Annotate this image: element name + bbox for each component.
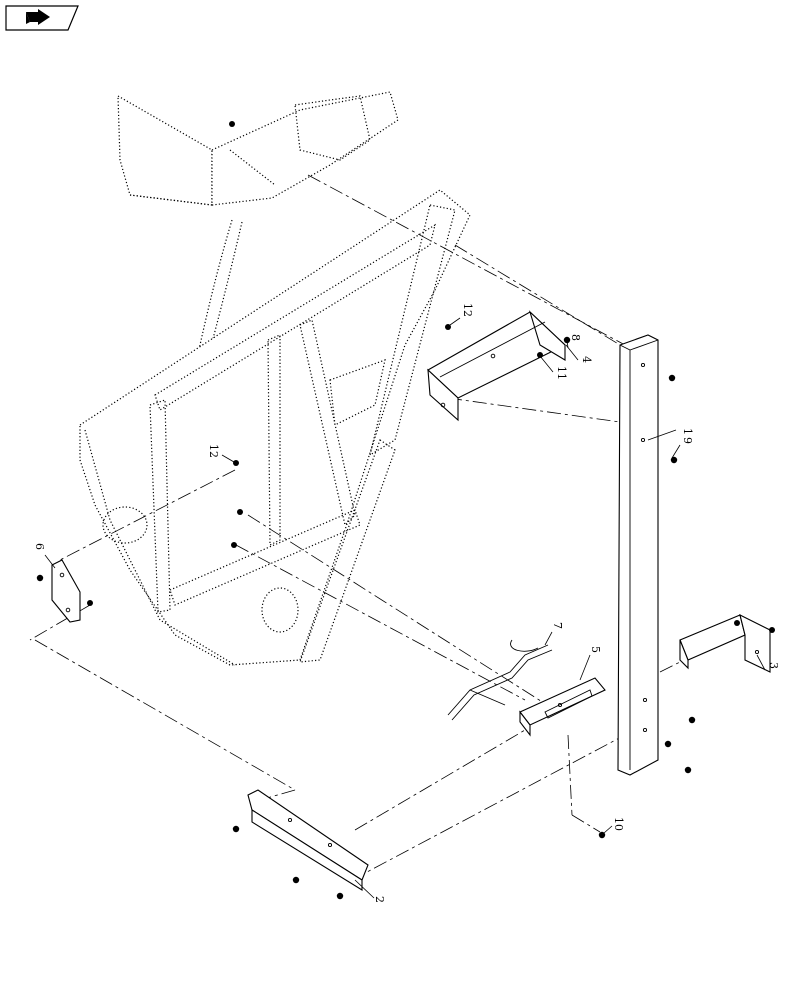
bolt [232,825,240,833]
bolt [445,324,451,330]
bolt [231,542,237,548]
alignment-lines [29,174,741,881]
bolt [684,766,692,774]
callout-8: 8 [569,334,582,341]
bolt [36,574,44,582]
callouts: 1 9 2 3 4 8 5 6 7 10 11 12 12 [33,303,780,903]
part-5-latch-plate [519,677,606,737]
callout-12-left: 12 [207,444,220,458]
bolt [87,600,93,606]
callout-6: 6 [33,543,46,550]
bolt [688,716,696,724]
part-7-rod [447,639,553,721]
bolt [664,740,672,748]
callout-1: 1 [681,428,694,435]
bolt [670,456,678,464]
bolt [237,509,243,515]
callout-7: 7 [551,622,564,629]
callout-3: 3 [767,662,780,669]
callout-10: 10 [612,817,625,831]
machine-frame [79,91,471,666]
callout-9: 9 [681,437,694,444]
callout-4: 4 [580,356,593,363]
bolt [769,627,775,633]
bolt [229,121,235,127]
callout-11: 11 [555,366,568,380]
return-arrow-icon [26,9,50,25]
part-3-bracket [679,613,771,673]
bolt [537,352,543,358]
return-button[interactable] [5,5,79,31]
fasteners [36,121,775,900]
callout-5: 5 [589,646,602,653]
part-2-angle-plate [247,789,369,891]
bolt [336,892,344,900]
bolt [233,460,239,466]
callout-12-upper: 12 [461,303,474,317]
leader-lines [44,317,766,899]
bolt [292,876,300,884]
bolt [668,374,676,382]
callout-2: 2 [373,896,386,903]
part-1-vertical-post [617,334,659,776]
bolt [734,620,740,626]
bolt [598,831,606,839]
upper-bracket [427,310,566,422]
part-6-plate [51,559,81,623]
